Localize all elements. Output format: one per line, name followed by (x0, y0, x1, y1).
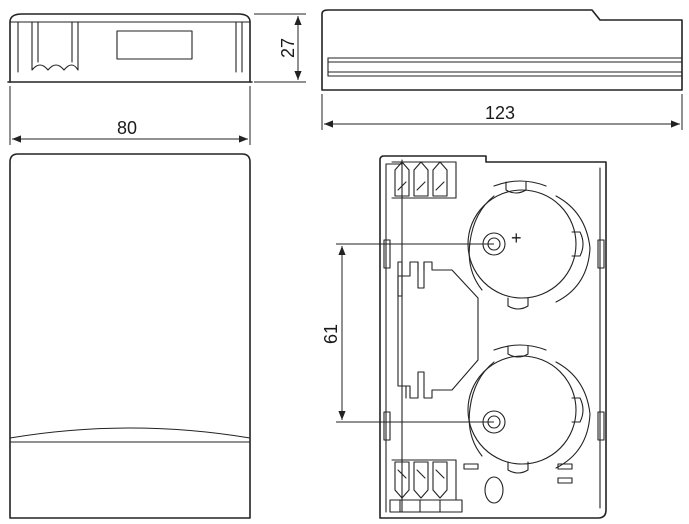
hole-spacing-label: 61 (321, 324, 341, 344)
center-channel (397, 261, 479, 399)
length-label: 123 (485, 103, 515, 123)
length-dimension: 123 (321, 94, 683, 130)
lower-battery-cell (467, 344, 591, 474)
bottom-marks (463, 463, 573, 504)
front-view (7, 13, 253, 83)
upper-battery-cell (467, 180, 591, 310)
height-label: 27 (278, 38, 298, 58)
width-dimension: 80 (9, 86, 251, 145)
bottom-terminal-block (389, 459, 463, 513)
inside-view: + (379, 155, 607, 519)
top-terminal-block (391, 161, 457, 199)
width-label: 80 (117, 118, 137, 138)
hole-spacing-dimension: 61 (321, 243, 494, 423)
cover-view (9, 153, 251, 519)
ring-mark (484, 476, 504, 504)
polarity-mark: + (511, 228, 522, 248)
height-dimension: 27 (254, 13, 306, 83)
side-view (321, 9, 683, 91)
